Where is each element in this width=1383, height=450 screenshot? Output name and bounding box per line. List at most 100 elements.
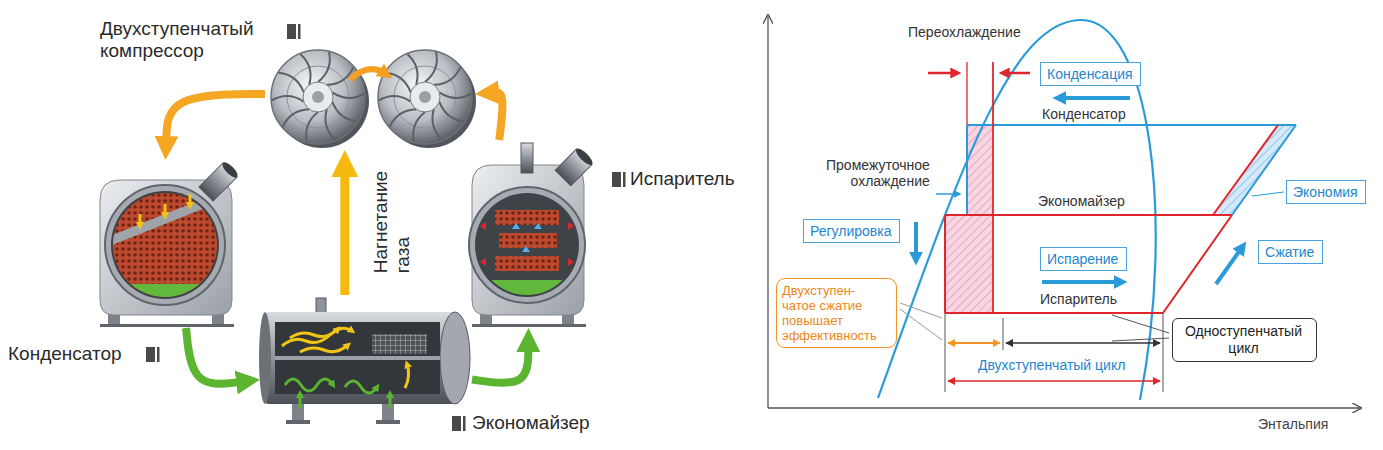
- condenser-illustration: [100, 160, 240, 327]
- economizer-illustration: [316, 298, 326, 314]
- chart-label: Двухступенчатый цикл: [978, 357, 1125, 373]
- evaporator-illustration: [470, 210, 590, 300]
- ph-chart: [1006, 342, 1160, 343]
- ph-chart: [945, 215, 993, 313]
- ph-chart: [966, 125, 968, 215]
- evaporator-illustration: [495, 210, 559, 225]
- evaporator-illustration: [521, 143, 533, 173]
- ph-chart: [944, 215, 946, 313]
- box-text: Одноступенчатый цикл: [1185, 323, 1302, 357]
- condenser-illustration: [100, 324, 234, 327]
- chart-label: Промежуточное охлаждение: [826, 157, 930, 189]
- process-tag: Сжатие: [1258, 240, 1323, 264]
- flow-arrow: [494, 93, 502, 140]
- box-text: Регулировка: [810, 222, 893, 240]
- economizer-illustration: [389, 394, 392, 408]
- ph-chart: [1112, 338, 1169, 341]
- component-icon: [146, 24, 626, 431]
- condenser-illustration: [164, 204, 167, 216]
- ph-chart: [768, 407, 1360, 408]
- economizer-illustration: [282, 328, 352, 346]
- edge-label: Нагнетание газа: [370, 171, 414, 273]
- compressor-illustration: [271, 50, 476, 148]
- chart-label: Экономайзер: [1038, 193, 1125, 209]
- ph-chart: [948, 342, 1000, 344]
- condenser-illustration: [100, 180, 230, 310]
- component-icon: [157, 347, 160, 362]
- evaporator-illustration: [469, 143, 595, 327]
- flow-arrow: [166, 94, 265, 141]
- component-icon: [452, 416, 461, 431]
- economizer-illustration: [376, 420, 400, 424]
- ph-chart: [1252, 192, 1284, 196]
- economizer-illustration: [286, 420, 310, 424]
- economizer-illustration: [300, 345, 348, 352]
- ph-chart: [1003, 318, 1004, 350]
- evaporator-illustration: [574, 146, 595, 167]
- evaporator-illustration: [522, 246, 530, 252]
- box-text: Экономия: [1293, 183, 1359, 201]
- ph-chart: [1213, 125, 1278, 215]
- ph-chart: [948, 380, 1160, 382]
- ph-chart: [967, 124, 1296, 126]
- component-icon: [287, 24, 296, 39]
- evaporator-illustration: [568, 258, 574, 266]
- condenser-illustration: [100, 180, 230, 310]
- callout-box: Одноступенчатый цикл: [1172, 318, 1317, 362]
- condenser-illustration: [220, 160, 240, 180]
- component-icon: [623, 172, 626, 187]
- component-icon: [298, 24, 301, 39]
- economizer-illustration: [405, 364, 409, 388]
- evaporator-illustration: [512, 223, 520, 229]
- component-label: Двухступенчатый компрессор: [100, 18, 254, 62]
- flow-arrow: [472, 347, 528, 383]
- compressor-unit: Двухступенчатый компрессор: [265, 48, 475, 150]
- evaporator-illustration: [534, 223, 542, 229]
- ph-chart: [1058, 96, 1130, 100]
- flow-arrow: [186, 328, 241, 384]
- ph-chart: [1002, 72, 1030, 75]
- evaporator-illustration: [480, 258, 486, 266]
- ph-chart: [967, 125, 993, 215]
- ph-chart: [928, 72, 958, 75]
- component-icon: [146, 347, 155, 362]
- evaporator-illustration: [499, 233, 557, 248]
- economizer-illustration: [259, 298, 470, 424]
- box-text: Сжатие: [1265, 243, 1316, 261]
- process-tag: Конденсация: [1040, 62, 1141, 86]
- ph-chart: [768, 16, 1360, 408]
- callout-box: Двухступен- чатое сжатие повышает эффект…: [776, 278, 897, 348]
- economizer-illustration: [345, 381, 377, 393]
- component-label: Испаритель: [630, 168, 747, 190]
- evaporator-illustration: [470, 280, 590, 300]
- economizer-illustration: [299, 394, 302, 408]
- condenser-illustration: [139, 214, 142, 226]
- component-icon: [612, 172, 621, 187]
- economizer-illustration: [285, 379, 333, 391]
- evaporator-unit: Испаритель: [470, 140, 587, 328]
- chart-label: Конденсатор: [1042, 106, 1126, 122]
- ph-chart: [1213, 125, 1296, 215]
- evaporator-illustration: [480, 222, 486, 230]
- economizer-illustration: [440, 312, 470, 404]
- condenser-illustration: [105, 190, 225, 248]
- condenser-illustration: [100, 284, 230, 304]
- compressor-illustration: [350, 69, 386, 80]
- evaporator-illustration: [495, 256, 559, 271]
- economizer-illustration: [372, 334, 427, 354]
- evaporator-illustration: [555, 146, 595, 186]
- ph-chart: [900, 309, 942, 340]
- chart-label: Испаритель: [1040, 291, 1117, 307]
- ph-chart: [992, 62, 994, 313]
- process-tag: Испарение: [1040, 247, 1127, 271]
- condenser-illustration: [199, 160, 240, 201]
- condenser-illustration: [189, 194, 192, 206]
- evaporator-illustration: [472, 324, 586, 327]
- component-icon: [463, 416, 466, 431]
- chart-label: Переохлаждение: [908, 24, 1021, 40]
- evaporator-illustration: [568, 222, 574, 230]
